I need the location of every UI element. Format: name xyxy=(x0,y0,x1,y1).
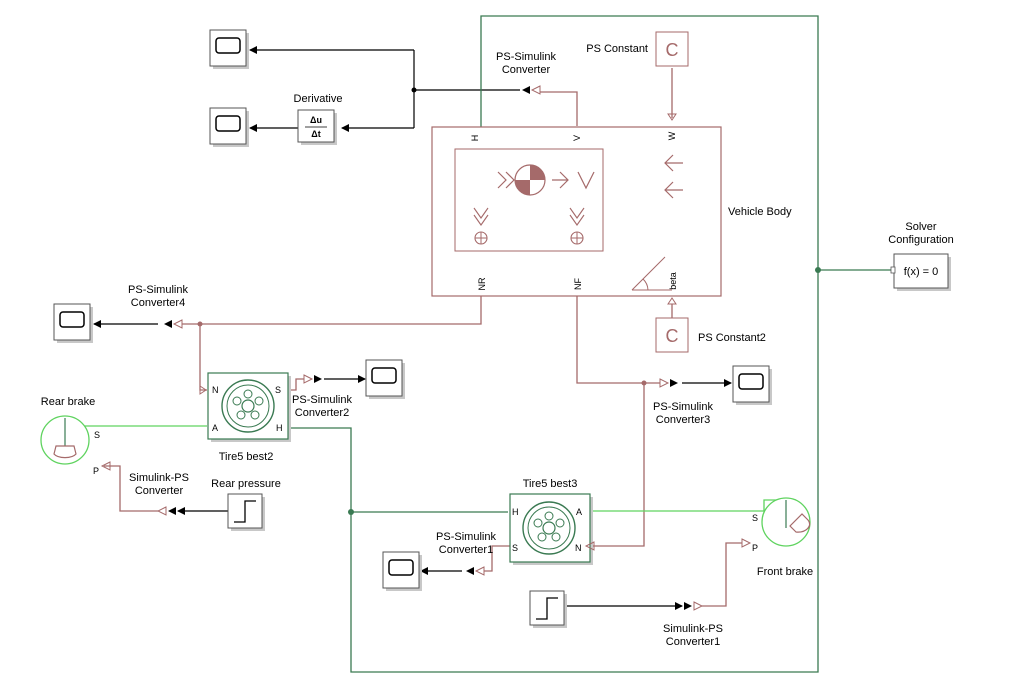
derivative-label: Derivative xyxy=(294,93,343,105)
ps-simulink-converter4[interactable] xyxy=(164,319,183,329)
scope-converter3[interactable] xyxy=(732,365,772,405)
wire-rearpressure-to-brake[interactable] xyxy=(104,465,228,515)
tire-front-n-arrow xyxy=(584,541,595,551)
vb-port-nf: NF xyxy=(573,278,583,290)
solver-configuration-block[interactable]: f(x) = 0 xyxy=(890,253,951,291)
solver-expression: f(x) = 0 xyxy=(904,266,939,278)
vehicle-body-label: Vehicle Body xyxy=(728,206,792,218)
wire-tire2-s-to-converter2[interactable] xyxy=(290,375,366,391)
port-w-arrow xyxy=(667,113,677,121)
derivative-numerator: Δu xyxy=(310,115,322,125)
scope-left[interactable] xyxy=(53,303,93,343)
scope-converter2[interactable] xyxy=(365,359,405,399)
tire-rear-port-s: S xyxy=(275,385,281,395)
front-brake-port-p: P xyxy=(752,543,758,553)
scope-converter1[interactable] xyxy=(382,551,422,591)
vb-port-w: W xyxy=(667,131,677,140)
simulink-ps-converter1[interactable] xyxy=(684,601,704,611)
rear-brake-port-s: S xyxy=(94,430,100,440)
ps-constant-label: PS Constant xyxy=(586,43,648,55)
tire-rear-port-a: A xyxy=(212,423,218,433)
tire-front-label: Tire5 best3 xyxy=(523,478,578,490)
ps-simulink-converter[interactable] xyxy=(522,85,541,95)
ps-constant-block[interactable]: C xyxy=(655,31,689,67)
ps-simulink-converter1[interactable] xyxy=(466,566,485,576)
ps-simulink-converter2[interactable] xyxy=(303,374,322,384)
derivative-block[interactable]: Δu Δt xyxy=(297,109,337,145)
wire-tire3-to-frontbrake[interactable] xyxy=(584,499,796,512)
derivative-denominator: Δt xyxy=(311,129,320,139)
vb-port-beta: beta xyxy=(668,272,678,290)
tire-rear-port-n: N xyxy=(212,385,219,395)
front-brake-port-s: S xyxy=(752,513,758,523)
tire-rear-block[interactable] xyxy=(207,372,291,442)
tire-rear-port-h: H xyxy=(276,423,283,433)
wire-mechanical-loop[interactable] xyxy=(290,15,893,673)
ps-constant2-block[interactable]: C xyxy=(655,317,689,353)
rear-pressure-step-block[interactable] xyxy=(227,493,265,531)
ps-constant2-label: PS Constant2 xyxy=(698,332,766,344)
tire-front-port-h: H xyxy=(512,507,519,517)
vb-port-nr: NR xyxy=(477,277,487,290)
tire-front-port-n: N xyxy=(575,543,582,553)
front-brake-label: Front brake xyxy=(757,566,813,578)
rear-brake-block[interactable] xyxy=(40,415,90,465)
ps-constant2-symbol: C xyxy=(666,326,679,346)
tire-front-port-a: A xyxy=(576,507,582,517)
front-brake-p-arrow xyxy=(741,538,752,548)
vb-port-v: V xyxy=(572,135,582,141)
simulink-ps-converter[interactable] xyxy=(156,506,176,516)
rear-brake-p-arrow xyxy=(100,461,111,471)
vehicle-body-block[interactable] xyxy=(431,126,722,297)
wire-tire3-s-to-converter1[interactable] xyxy=(420,545,510,575)
tire-rear-n-arrow xyxy=(199,385,207,395)
tire-front-port-s: S xyxy=(512,543,518,553)
vb-port-h: H xyxy=(470,135,480,142)
port-beta-arrow xyxy=(667,297,677,305)
ps-simulink-converter3[interactable] xyxy=(659,378,678,388)
rear-brake-label: Rear brake xyxy=(41,396,95,408)
tire-rear-label: Tire5 best2 xyxy=(219,451,274,463)
front-brake-block[interactable] xyxy=(761,497,811,547)
wire-vb-v-to-converter[interactable] xyxy=(540,91,578,126)
rear-pressure-label: Rear pressure xyxy=(211,478,281,490)
scope-top-2[interactable] xyxy=(209,107,249,147)
ps-constant-symbol: C xyxy=(666,40,679,60)
front-pressure-step-block[interactable] xyxy=(529,590,567,628)
wire-step-to-frontbrake[interactable] xyxy=(566,542,742,610)
wire-nf-to-converter3[interactable] xyxy=(576,296,732,547)
rear-brake-port-p: P xyxy=(93,466,99,476)
wire-converter-to-scopes[interactable] xyxy=(249,46,520,132)
tire-front-block[interactable] xyxy=(509,493,593,565)
scope-top-1[interactable] xyxy=(209,29,249,69)
